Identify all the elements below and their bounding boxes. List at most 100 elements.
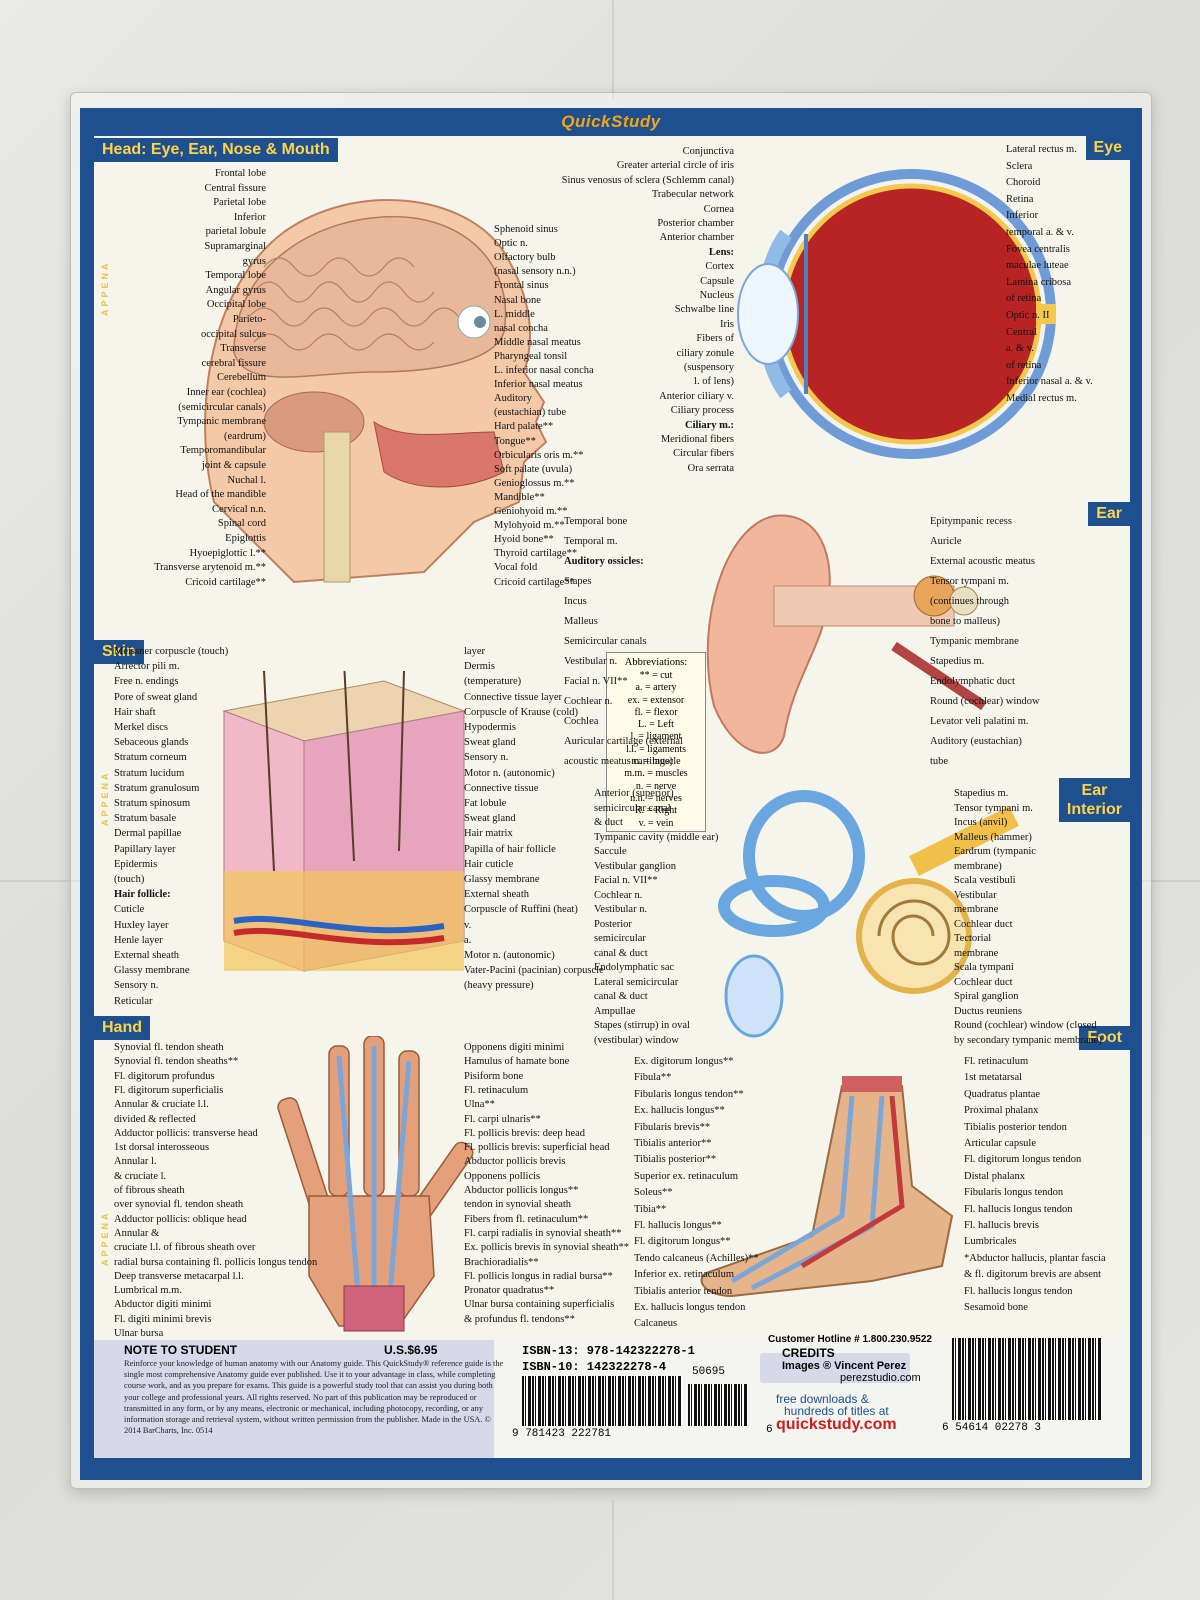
skin-labels-label: Glassy membrane [464,874,540,885]
head-labels-right-label: Inferior nasal meatus [494,379,583,391]
ear-labels-label: Temporal bone [564,516,628,527]
ear-labels-label: Auricle [930,536,962,547]
foot-labels-label: 1st metatarsal [964,1072,1023,1084]
customer-hotline: Customer Hotline # 1.800.230.9522 [768,1334,932,1345]
ear-interior-labels-label: Lateral semicircular [594,976,679,988]
skin-labels-label: Pore of sweat gland [114,691,198,703]
hand-labels-label: 1st dorsal interosseous [114,1142,210,1154]
hand-labels-label: cruciate l.l. of fibrous sheath over [114,1242,256,1254]
eye-labels-left-label: Anterior ciliary v. [659,390,734,402]
section-ear-title: Ear [1088,502,1130,526]
skin-labels-label: Cuticle [114,904,145,916]
skin-labels-label: Sebaceous glands [114,737,189,749]
hand-labels-label: radial bursa containing fl. pollicis lon… [114,1256,318,1268]
hand-labels-label: Fl. carpi radialis in synovial sheath** [464,1227,622,1239]
hand-labels-label: Fl. pollicis longus in radial bursa** [464,1270,613,1282]
hand-labels-label: Fl. pollicis brevis: deep head [464,1127,586,1139]
ear-labels-label: External acoustic meatus [930,556,1035,567]
ear-interior-labels-label: Endolymphatic sac [594,962,675,973]
hundreds-of-titles: hundreds of titles at [784,1404,889,1418]
skin-labels-label: a. [464,934,472,946]
skin-labels-label: Stratum corneum [114,752,187,764]
ear-interior-labels-label: Ductus reuniens [954,1005,1022,1017]
hand-labels-label: Adductor pollicis: transverse head [114,1127,258,1139]
abbreviation-row: n.n. = nerves [630,792,682,804]
foot-labels-label: Tibialis anterior** [634,1138,712,1149]
ear-labels-label: Auditory ossicles: [564,556,644,567]
foot-labels-label: Lumbricales [964,1236,1017,1248]
ear-labels-label: Vestibular n. [564,656,618,667]
abbreviations-title: Abbreviations: [624,657,688,668]
skin-labels-label: External sheath [464,889,530,901]
foot-labels-label: Tibia** [634,1203,667,1215]
quickstudy-url[interactable]: quickstudy.com [776,1416,897,1433]
skin-labels-label: Henle layer [114,934,163,946]
hand-labels-label: & profundus fl. tendons** [464,1313,575,1325]
skin-labels-label: Motor n. (autonomic) [464,950,555,961]
ear-interior-labels-label: Posterior [594,918,632,930]
head-labels-label: Tympanic membrane [177,416,266,428]
skin-labels-label: Stratum basale [114,813,177,825]
eye-labels-right-label: Fovea centralis [1006,243,1070,255]
skin-labels-label: v. [464,919,472,931]
head-labels-right-label: Hard palate** [494,421,554,433]
ear-interior-labels-label: membrane [954,947,999,959]
ear-interior-labels-label: Round (cochlear) window (closed [954,1020,1097,1031]
hand-labels-label: Adductor pollicis: oblique head [114,1213,247,1225]
head-labels-label: Cricoid cartilage** [185,576,266,588]
skin-labels-label: Dermis [464,661,495,673]
hand-labels-label: Opponens pollicis [464,1170,541,1182]
upc-prefix: 6 [766,1424,773,1436]
eye-labels-right-label: of retina [1006,293,1042,305]
hand-labels-label: Annular l. [114,1156,157,1168]
isbn10: ISBN-10: 142322278-4 [522,1360,667,1374]
head-labels-right-label: Sphenoid sinus [494,224,558,235]
note-text: Reinforce your knowledge of human anatom… [124,1359,504,1436]
head-labels-right-label: Nasal bone [494,294,541,306]
eye-labels-left-label: Ora serrata [687,462,734,474]
isbn13: ISBN-13: 978-142322278-1 [522,1344,695,1358]
skin-labels-label: Sensory n. [114,980,159,992]
head-labels-label: Spinal cord [217,518,266,530]
foot-labels-label: Tendo calcaneus (Achilles)** [634,1252,759,1264]
skin-labels-label: (temperature) [464,676,522,688]
skin-labels-label: Fat lobule [464,798,507,809]
hand-palmar-illustration [277,1036,474,1332]
ear-labels-label: Temporal m. [564,536,618,547]
foot-labels-label: Fl. hallucis longus tendon [964,1203,1073,1215]
head-labels-right-label: Hyoid bone** [494,534,554,546]
chart-content-area: APPENA APPENA APPENA Head: Eye, Ear, Nos… [94,136,1130,1340]
head-labels-right-label: Mylohyoid m.** [494,520,565,532]
foot-labels-label: Fl. digitorum longus tendon [964,1154,1082,1166]
eye-labels-left-label: Nucleus [699,290,734,301]
hand-labels-label: Ulnar bursa [114,1328,164,1339]
foot-labels-label: Fl. hallucis brevis [964,1220,1039,1231]
section-head-title: Head: Eye, Ear, Nose & Mouth [94,138,338,162]
foot-labels-label: Distal phalanx [964,1170,1025,1182]
abbreviation-row: l.l. = ligaments [625,743,687,755]
hand-labels-label: Synovial fl. tendon sheath [114,1042,224,1053]
ear-interior-labels-label: (vestibular) window [594,1034,679,1046]
head-labels-label: Temporal lobe [205,270,266,282]
eye-labels-right-label: of retina [1006,359,1042,371]
eye-labels-right-label: Inferior [1006,210,1039,222]
ear-interior-labels-label: Spiral ganglion [954,991,1019,1002]
head-labels-label: Hyoepiglottic l.** [189,547,266,559]
credits-box [760,1353,910,1383]
ear-interior-labels-label: Saccule [594,846,627,857]
ear-labels-label: Endolymphatic duct [930,676,1015,687]
skin-labels-label: Hair follicle: [114,889,171,901]
head-labels-right-label: nasal concha [494,322,548,334]
ear-interior-labels-label: semicircular canal [594,802,671,814]
foot-labels-label: Soleus** [634,1187,673,1199]
head-labels-label: Occipital lobe [206,299,266,311]
skin-labels-label: Dermal papillae [114,828,182,840]
ear-interior-labels-label: membrane) [954,860,1002,872]
section-hand-title: Hand [94,1016,150,1040]
head-labels-label: Head of the mandible [175,489,266,501]
foot-labels-label: Fl. hallucis longus tendon [964,1285,1073,1297]
eye-labels-left-label: Ciliary process [670,405,734,417]
head-sagittal-illustration [204,199,548,584]
abbreviation-row: m. = muscle [631,756,681,768]
head-labels-label: (eardrum) [224,430,266,442]
